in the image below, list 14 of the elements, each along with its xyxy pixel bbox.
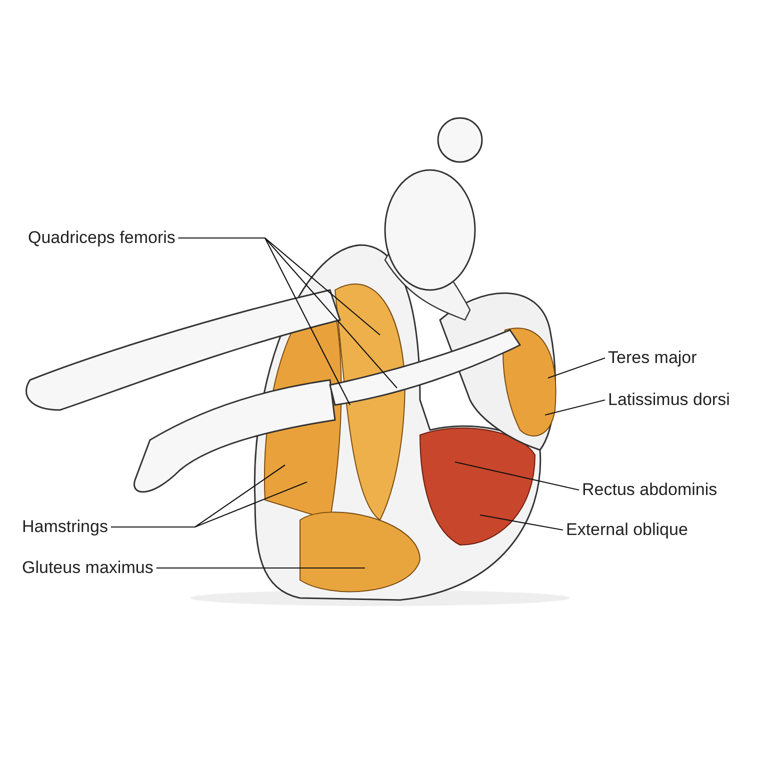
muscle-label: External oblique [566, 520, 688, 540]
leader-line [548, 357, 606, 379]
leader-line [110, 481, 308, 528]
muscle-label: Quadriceps femoris [28, 228, 176, 248]
leader-line [178, 237, 398, 388]
leader-line [480, 514, 564, 531]
muscle-label: Gluteus maximus [22, 558, 154, 578]
leader-line [454, 461, 580, 491]
muscle-label: Rectus abdominis [582, 480, 718, 500]
muscle-label: Teres major [608, 348, 697, 368]
muscle-label: Latissimus dorsi [608, 390, 730, 410]
leader-line [544, 399, 606, 416]
leader-line [156, 567, 365, 569]
muscle-label: Hamstrings [22, 517, 108, 537]
